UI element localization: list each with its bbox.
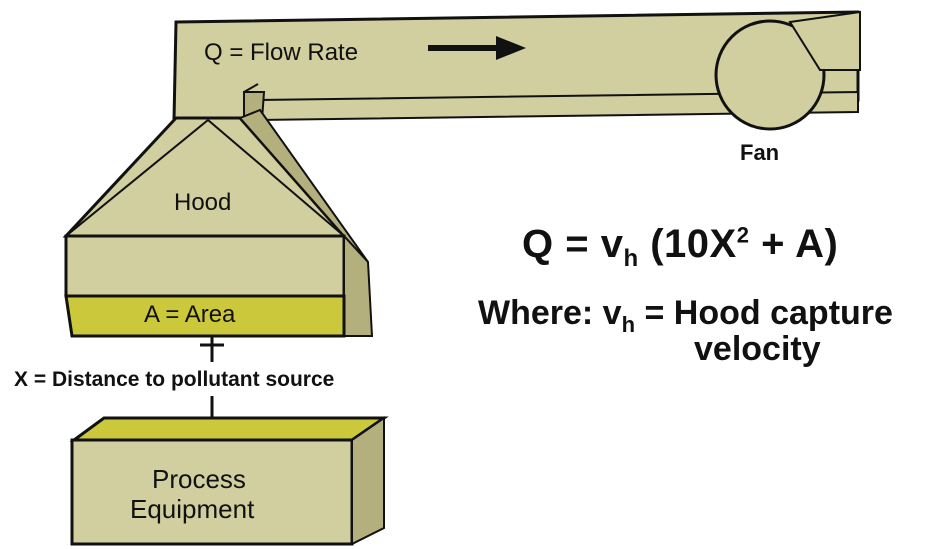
where-rest: = Hood capture — [635, 294, 893, 332]
where-prefix: Where: v — [478, 294, 622, 332]
process-label-line1: Process — [152, 464, 246, 494]
equipment-front — [70, 438, 354, 546]
hood-skirt — [64, 234, 346, 298]
hood-skirt-side — [343, 233, 374, 337]
formula-tail: + A) — [749, 222, 839, 266]
formula-q-subscript: h — [623, 245, 639, 272]
equipment-top — [69, 416, 389, 442]
hood — [62, 108, 374, 338]
hood-area-face — [64, 294, 346, 338]
hood-label: Hood — [174, 189, 231, 216]
formula-definition: Where: vh = Hood capture — [478, 296, 893, 342]
process-equipment — [69, 416, 389, 546]
fan-outlet — [788, 10, 861, 71]
equipment-side — [351, 416, 385, 546]
capture-velocity-formula: Q = vh (10X2 + A) — [522, 222, 838, 273]
formula-paren: (10X — [638, 222, 737, 266]
process-label-line2: Equipment — [130, 494, 255, 524]
fan-housing — [714, 19, 826, 131]
distance-label: X = Distance to pollutant source — [14, 368, 334, 391]
fan — [714, 10, 861, 131]
formula-exponent: 2 — [736, 222, 750, 248]
flow-rate-label: Q = Flow Rate — [204, 39, 358, 66]
area-label: A = Area — [144, 301, 236, 328]
formula-definition-line2: velocity — [694, 330, 821, 368]
formula-q: Q = v — [522, 222, 624, 266]
where-subscript: h — [621, 311, 636, 337]
fan-label: Fan — [740, 140, 779, 165]
arrow-right-icon — [428, 36, 526, 60]
